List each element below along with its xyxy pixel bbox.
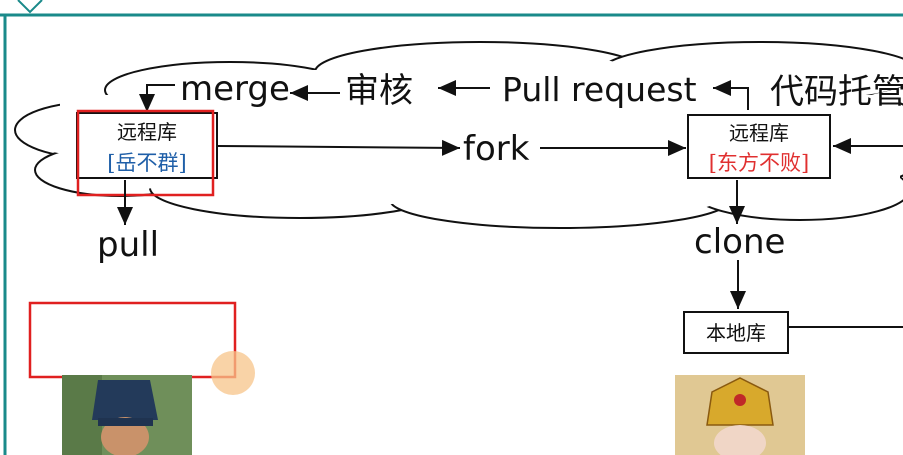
local-repo-box <box>683 311 789 354</box>
clone-label: clone <box>694 222 785 262</box>
arrow-merge-to-remote <box>139 84 175 112</box>
remote-repo-right-title: 远程库 <box>729 121 789 145</box>
portrait-right-image <box>675 375 805 455</box>
merge-label: merge <box>180 69 290 109</box>
portrait-left-image <box>62 375 192 455</box>
code-hosting-label: 代码托管 <box>770 72 903 112</box>
review-label: 审核 <box>345 71 413 111</box>
top-frame-bar <box>0 0 903 16</box>
remote-repo-right-owner: [东方不败] <box>709 151 809 175</box>
remote-repo-left-title: 远程库 <box>117 120 177 144</box>
highlight-box-remote-left <box>76 109 215 197</box>
chevron-down-icon <box>17 0 43 14</box>
cursor-highlight <box>211 351 255 395</box>
fork-label: fork <box>463 129 530 169</box>
local-repo-label: 本地库 <box>706 321 766 345</box>
highlight-box-empty <box>28 301 237 379</box>
remote-repo-left-box <box>76 112 218 179</box>
remote-repo-right-box <box>687 114 831 179</box>
arrow-remote-to-fork <box>217 139 461 156</box>
pull-request-label: Pull request <box>502 70 697 109</box>
arrow-hosting-to-pr <box>713 80 749 110</box>
pull-label: pull <box>97 225 159 265</box>
remote-repo-left-owner: [岳不群] <box>107 151 186 175</box>
